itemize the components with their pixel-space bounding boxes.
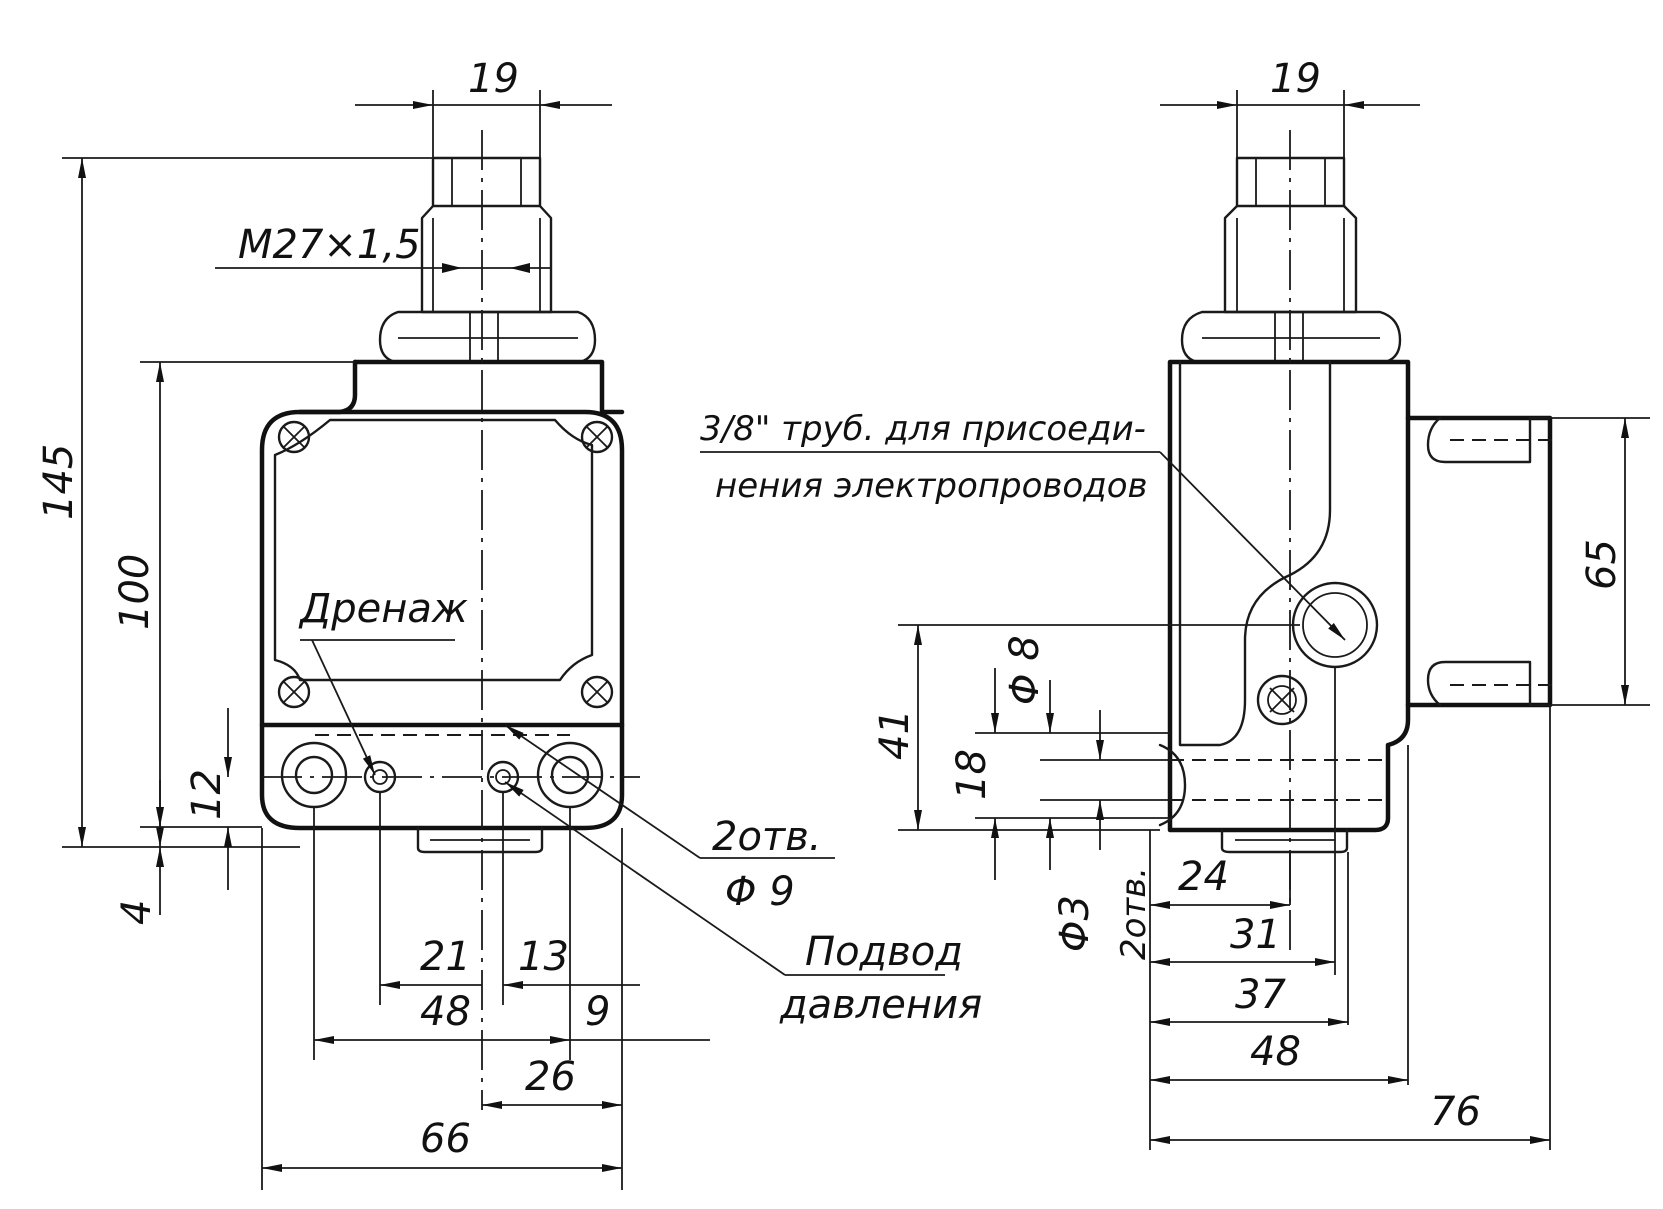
front-threaded-neck <box>420 204 553 314</box>
side-bracket <box>1405 415 1553 708</box>
front-dim-total-height: 145 <box>36 444 82 520</box>
front-dim-48: 48 <box>420 989 471 1035</box>
side-port-section <box>1158 743 1388 827</box>
front-cover <box>273 418 594 682</box>
front-bottom-boss <box>416 826 544 854</box>
front-thread-label: M27×1,5 <box>238 222 421 268</box>
side-dim-2otv: 2отв. <box>1114 867 1154 960</box>
side-dim-24: 24 <box>1178 854 1229 900</box>
front-dim-21: 21 <box>420 934 471 980</box>
front-housing <box>259 409 625 831</box>
side-dim-18: 18 <box>949 749 995 800</box>
side-lock-nut <box>1180 310 1402 364</box>
front-label-holes-diameter: Φ 9 <box>725 869 795 915</box>
front-label-holes-count: 2отв. <box>712 814 822 860</box>
front-label-drain: Дренаж <box>298 586 468 632</box>
side-screw <box>1256 674 1308 726</box>
front-body-shoulder <box>297 359 358 415</box>
side-view <box>1158 130 1560 950</box>
side-dim-top-width: 19 <box>1270 56 1321 102</box>
side-dim-76: 76 <box>1430 1089 1481 1135</box>
front-dim-9: 9 <box>585 989 610 1035</box>
side-conduit-port <box>1291 581 1379 669</box>
front-dim-bottom: 4 <box>114 900 160 925</box>
side-dim-65: 65 <box>1579 539 1625 590</box>
side-label-tube-1: 3/8" труб. для присоеди- <box>700 409 1146 449</box>
front-mounting-holes <box>280 741 604 809</box>
front-lock-nut <box>378 310 597 364</box>
side-dimensions: 19 3/8" труб. для присоеди- нения электр… <box>700 56 1650 1150</box>
front-dim-66: 66 <box>420 1116 471 1162</box>
side-dim-phi3: Φ3 <box>1052 895 1098 952</box>
front-corner-screws <box>277 420 614 709</box>
front-dim-26: 26 <box>525 1054 576 1100</box>
side-dim-41: 41 <box>872 709 918 760</box>
front-dim-top-width: 19 <box>468 56 519 102</box>
front-label-pressure-1: Подвод <box>805 929 963 975</box>
front-dimensions: 19 M27×1,5 145 100 12 4 Дренаж 2отв. Φ 9 <box>36 56 982 1190</box>
side-label-tube-2: нения электропроводов <box>715 466 1148 506</box>
front-dim-13: 13 <box>518 934 569 980</box>
side-bottom-boss <box>1220 828 1349 854</box>
side-dim-37: 37 <box>1235 972 1286 1018</box>
front-label-pressure-2: давления <box>779 982 982 1028</box>
side-dim-48: 48 <box>1250 1029 1301 1075</box>
front-hex-nut <box>431 156 542 208</box>
side-dim-31: 31 <box>1230 912 1281 958</box>
side-cover-contour <box>1178 360 1332 747</box>
side-housing <box>1167 359 1411 833</box>
front-dim-body-height: 100 <box>112 554 158 630</box>
front-dim-hole-offset: 12 <box>184 769 230 820</box>
side-dim-phi8: Φ 8 <box>1002 635 1048 705</box>
